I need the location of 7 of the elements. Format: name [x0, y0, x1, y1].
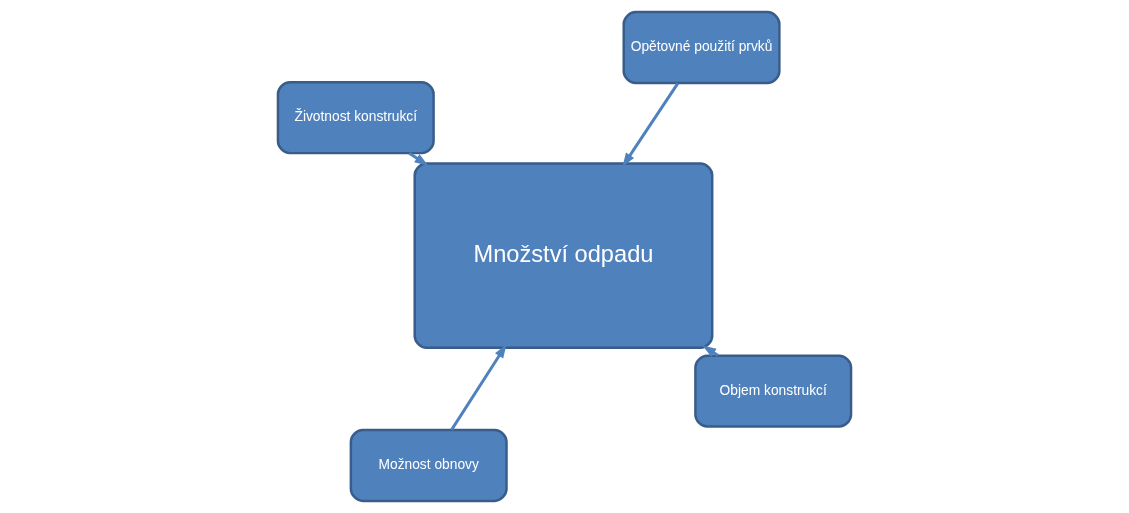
node-box: Objem konstrukcí — [694, 354, 853, 428]
arrow — [450, 344, 507, 431]
arrow — [622, 82, 680, 167]
node-box: Životnost konstrukcí — [276, 80, 435, 155]
node-box: Opětovné použití prvků — [622, 10, 781, 85]
node-box: Množství odpadu — [413, 162, 714, 349]
node-box: Možnost obnovy — [349, 428, 508, 503]
